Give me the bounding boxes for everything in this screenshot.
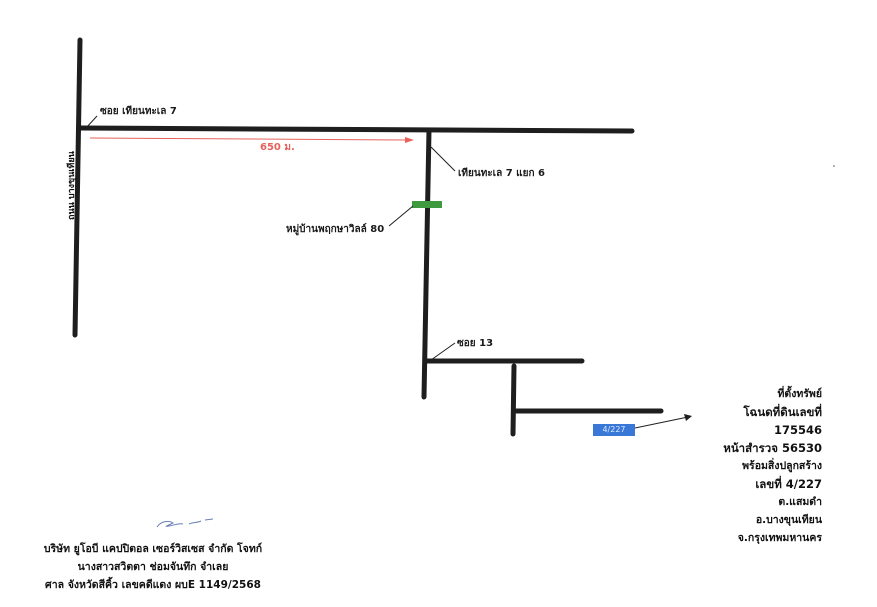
footer-defendant: นางสาวสวิตตา ช่อมจันทึก จำเลย: [77, 561, 229, 573]
soi13-label: ซอย 13: [457, 338, 494, 349]
property-info: ที่ตั้งทรัพย์ โฉนดที่ดินเลขที่ 175546 หน…: [692, 385, 822, 547]
signature-scribble: [156, 518, 214, 528]
info-title: ที่ตั้งทรัพย์: [777, 388, 822, 400]
branch-road-label: เทียนทะเล 7 แยก 6: [458, 168, 545, 179]
property-marker: 4/227: [593, 424, 635, 436]
main-road: [72, 37, 83, 338]
inner-lane-vertical: [510, 363, 517, 437]
info-province: จ.กรุงเทพมหานคร: [737, 532, 822, 544]
soi-thian-thale-7-road: [77, 125, 635, 134]
footer-court-case: ศาล จังหวัดสีคิ้ว เลขคดีแดง ผบE 1149/256…: [45, 579, 261, 591]
info-deed: โฉนดที่ดินเลขที่ 175546: [743, 405, 822, 437]
info-survey: หน้าสำรวจ 56530: [723, 441, 822, 455]
footer-plaintiff: บริษัท ยูโอบี แคปปิตอล เซอร์วิสเซส จำกัด…: [43, 543, 263, 555]
soi13-label-leader: [430, 342, 456, 361]
scan-speck: [833, 165, 835, 167]
branch-6-road: [421, 127, 432, 400]
info-building: พร้อมสิ่งปลูกสร้าง: [742, 460, 822, 472]
property-arrow: [634, 416, 689, 429]
village-label: หมู่บ้านพฤกษาวิลล์ 80: [286, 224, 385, 235]
distance-arrow: [89, 137, 411, 141]
info-district: อ.บางขุนเทียน: [755, 514, 822, 526]
soi-label-leader: [85, 115, 98, 129]
village-marker: [412, 201, 442, 208]
branch-label-leader: [430, 146, 456, 172]
property-arrowhead: [684, 414, 692, 421]
info-number: เลขที่ 4/227: [755, 477, 822, 491]
info-subdistrict: ต.แสมดำ: [778, 496, 822, 508]
village-label-leader: [388, 205, 414, 227]
main-road-label: ถนน บางขุนเทียน: [67, 151, 77, 220]
distance-label: 650 ม.: [260, 142, 295, 153]
distance-arrowhead: [405, 137, 414, 143]
soi-road-label: ซอย เทียนทะเล 7: [100, 106, 177, 117]
case-footer: บริษัท ยูโอบี แคปปิตอล เซอร์วิสเซส จำกัด…: [28, 540, 278, 594]
